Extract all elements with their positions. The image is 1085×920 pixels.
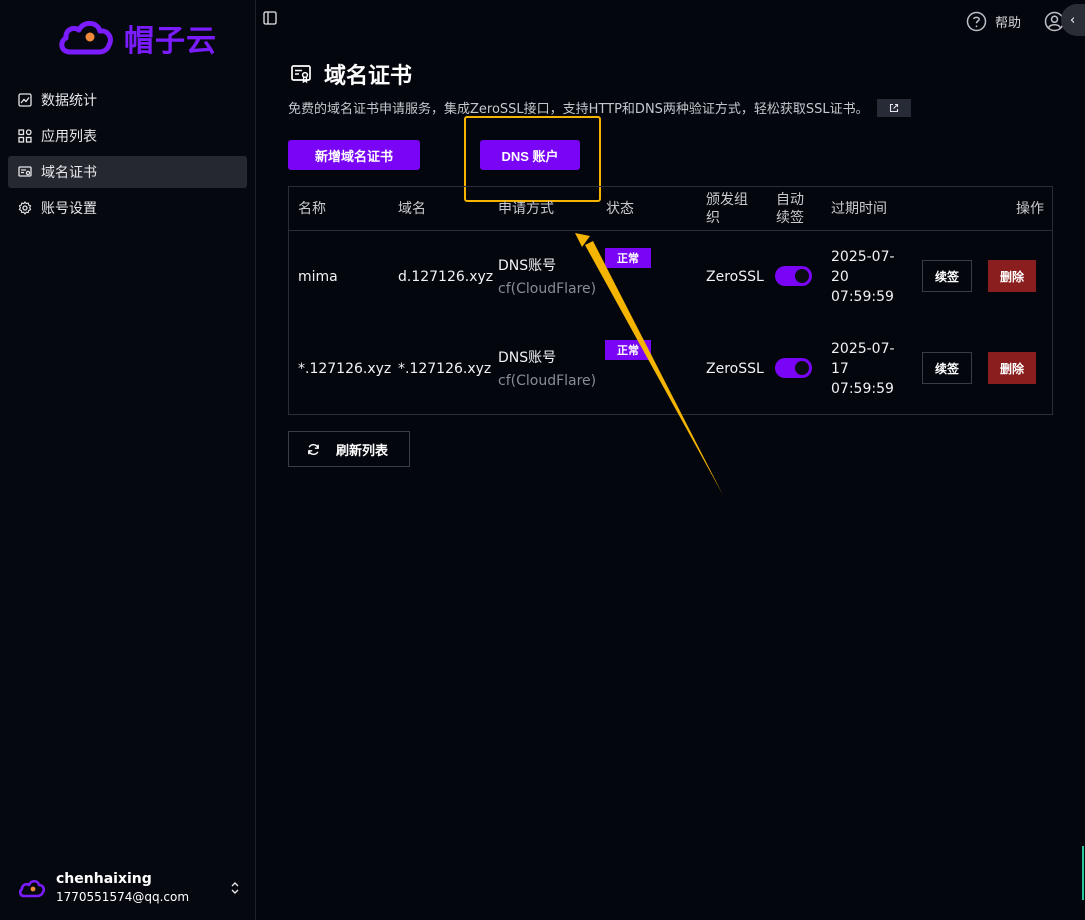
cell-method: DNS账号 <box>498 350 557 366</box>
certificate-icon <box>18 166 32 177</box>
status-badge: 正常 <box>605 340 651 360</box>
column-header-issuer: 颁发组 织 <box>706 187 748 230</box>
logo[interactable]: 帽子云 <box>56 16 217 60</box>
cell-name: *.127126.xyz <box>298 361 392 377</box>
sidebar-item-apps[interactable]: 应用列表 <box>8 120 247 152</box>
external-link-icon <box>889 103 898 112</box>
sidebar-item-stats[interactable]: 数据统计 <box>8 84 247 116</box>
delete-button[interactable]: 删除 <box>988 352 1036 384</box>
cell-name: mima <box>298 269 338 285</box>
sidebar-item-label: 数据统计 <box>41 93 97 109</box>
apps-grid-icon <box>18 129 32 143</box>
cell-method: DNS账号 <box>498 258 557 274</box>
column-header-method: 申请方式 <box>498 200 554 217</box>
renew-button[interactable]: 续签 <box>922 260 972 292</box>
cell-issuer: ZeroSSL <box>706 361 764 377</box>
column-header-status: 状态 <box>606 200 634 217</box>
header-line: 颁发组 <box>706 191 748 208</box>
status-badge: 正常 <box>605 248 651 268</box>
scrollbar-edge <box>1082 846 1084 900</box>
sidebar: 帽子云 数据统计 应用列表 域名证书 账号设置 <box>0 0 256 920</box>
column-header-expire: 过期时间 <box>831 200 887 217</box>
chevron-left-icon: ‹ <box>1070 12 1076 28</box>
header-line: 续签 <box>776 209 804 226</box>
help-circle-icon <box>966 11 987 32</box>
user-menu[interactable]: chenhaixing 1770551574@qq.com <box>18 870 240 908</box>
external-link-button[interactable] <box>876 98 911 117</box>
description-text: 免费的域名证书申请服务，集成ZeroSSL接口，支持HTTP和DNS两种验证方式… <box>288 102 869 117</box>
cloud-logo-icon <box>59 20 113 55</box>
chevron-up-down-icon[interactable] <box>230 880 240 896</box>
sidebar-nav: 数据统计 应用列表 域名证书 账号设置 <box>8 84 247 228</box>
dns-account-button[interactable]: DNS 账户 <box>480 140 580 170</box>
certificate-icon <box>291 65 311 84</box>
column-header-ops: 操作 <box>1016 200 1044 217</box>
refresh-list-button[interactable]: 刷新列表 <box>288 431 410 467</box>
cell-expire-date: 2025-07- <box>831 249 895 265</box>
sidebar-item-label: 域名证书 <box>41 165 97 181</box>
auto-renew-toggle[interactable] <box>775 266 812 286</box>
cell-domain: d.127126.xyz <box>398 269 494 285</box>
column-header-name: 名称 <box>298 200 326 217</box>
cell-issuer: ZeroSSL <box>706 269 764 285</box>
sidebar-item-label: 账号设置 <box>41 201 97 217</box>
sidebar-item-certificates[interactable]: 域名证书 <box>8 156 247 188</box>
column-header-domain: 域名 <box>398 200 426 217</box>
cell-expire-day: 17 <box>831 361 849 377</box>
renew-button[interactable]: 续签 <box>922 352 972 384</box>
page-title: 域名证书 <box>324 64 413 89</box>
chart-icon <box>18 93 32 107</box>
user-email: 1770551574@qq.com <box>56 890 190 904</box>
collapse-panel-button[interactable]: ‹ <box>1061 4 1085 36</box>
sidebar-toggle-icon[interactable] <box>263 11 277 25</box>
help-label: 帮助 <box>995 16 1022 31</box>
sidebar-item-label: 应用列表 <box>41 129 97 145</box>
cell-method-provider: cf(CloudFlare) <box>498 281 597 297</box>
refresh-label: 刷新列表 <box>336 442 389 458</box>
cell-expire-date: 2025-07- <box>831 341 895 357</box>
sidebar-item-account-settings[interactable]: 账号设置 <box>8 192 247 224</box>
header-line: 自动 <box>776 191 804 208</box>
cell-expire-time: 07:59:59 <box>831 289 894 305</box>
header-divider <box>289 230 1052 231</box>
cell-expire-day: 20 <box>831 269 849 285</box>
delete-button[interactable]: 删除 <box>988 260 1036 292</box>
add-certificate-button[interactable]: 新增域名证书 <box>288 140 420 170</box>
user-name: chenhaixing <box>56 871 152 887</box>
refresh-icon <box>308 443 319 455</box>
brand-name: 帽子云 <box>124 24 217 59</box>
help-link[interactable]: 帮助 <box>966 11 1021 32</box>
header-line: 织 <box>706 209 720 226</box>
cell-expire-time: 07:59:59 <box>831 381 894 397</box>
cell-method-provider: cf(CloudFlare) <box>498 373 597 389</box>
certificate-table: 名称 域名 申请方式 状态 颁发组 织 自动 续签 过期时间 操作 mima d… <box>288 186 1053 415</box>
cell-domain: *.127126.xyz <box>398 361 492 377</box>
column-header-auto-renew: 自动 续签 <box>776 187 804 230</box>
page-header: 域名证书 <box>290 58 412 90</box>
page-description: 免费的域名证书申请服务，集成ZeroSSL接口，支持HTTP和DNS两种验证方式… <box>288 98 911 117</box>
gear-icon <box>18 201 32 215</box>
auto-renew-toggle[interactable] <box>775 358 812 378</box>
avatar <box>18 879 46 898</box>
